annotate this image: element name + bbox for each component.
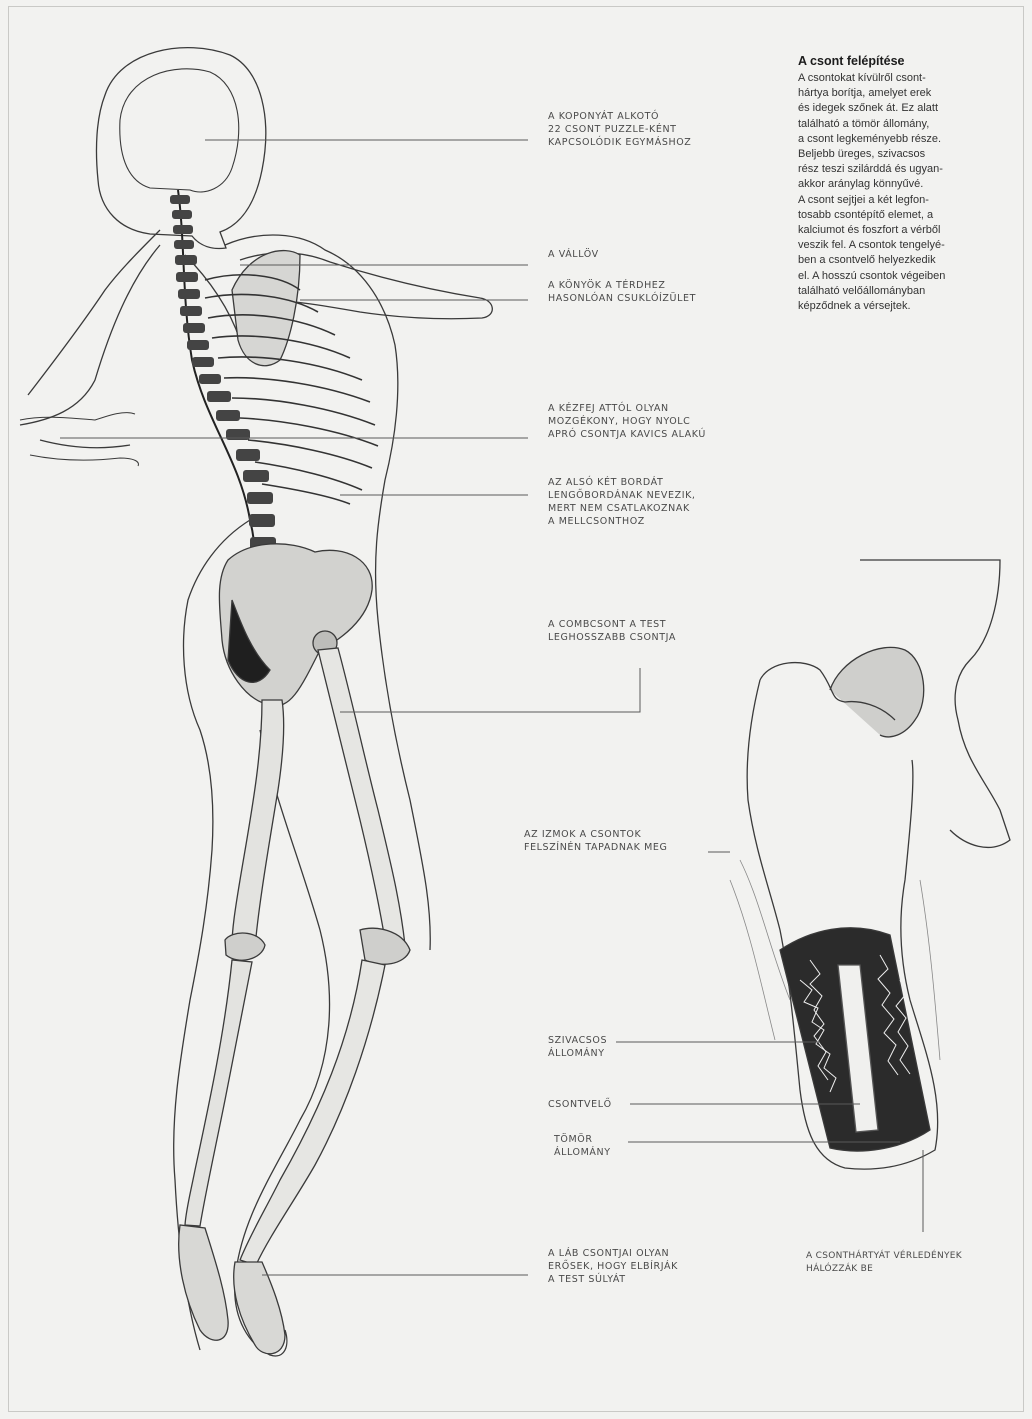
label-line: FELSZÍNÉN TAPADNAK MEG — [524, 841, 667, 854]
label-line: HÁLÓZZÁK BE — [806, 1263, 962, 1276]
tibia — [240, 960, 385, 1265]
label-line: A VÁLLÖV — [548, 248, 599, 261]
label-line: ÁLLOMÁNY — [548, 1047, 607, 1060]
tibia-back — [185, 960, 252, 1226]
label-periosteum: A CSONTHÁRTYÁT VÉRLEDÉNYEK HÁLÓZZÁK BE — [806, 1250, 962, 1276]
info-line: ben a csontvelő helyezkedik — [798, 253, 1018, 268]
scapula — [232, 251, 300, 366]
label-line: TÖMÖR — [554, 1133, 611, 1146]
label-line: AZ ALSÓ KÉT BORDÁT — [548, 476, 696, 489]
label-line: A COMBCSONT A TEST — [548, 618, 676, 631]
label-line: HASONLÓAN CSUKLÓÍZÜLET — [548, 292, 696, 305]
foot-front — [234, 1262, 285, 1354]
femur — [318, 648, 405, 945]
hand — [20, 413, 138, 466]
info-body: A csontokat kívülről csont- hártya borít… — [798, 71, 1018, 314]
label-line: KAPCSOLÓDIK EGYMÁSHOZ — [548, 136, 691, 149]
foot-back — [179, 1225, 228, 1340]
info-line: A csontokat kívülről csont- — [798, 71, 1018, 86]
info-line: kalciumot és foszfort a vérből — [798, 223, 1018, 238]
femur-detail-head — [830, 647, 924, 736]
info-line: akkor aránylag könnyűvé. — [798, 177, 1018, 192]
label-line: MERT NEM CSATLAKOZNAK — [548, 502, 696, 515]
label-line: A MELLCSONTHOZ — [548, 515, 696, 528]
label-muscles: AZ IZMOK A CSONTOK FELSZÍNÉN TAPADNAK ME… — [524, 828, 667, 854]
info-box: A csont felépítése A csontokat kívülről … — [798, 54, 1018, 314]
info-line: a csont legkeményebb része. — [798, 132, 1018, 147]
label-line: A CSONTHÁRTYÁT VÉRLEDÉNYEK — [806, 1250, 962, 1263]
info-line: rész teszi szilárddá és ugyan- — [798, 162, 1018, 177]
femur-detail — [730, 560, 1010, 1169]
label-line: A KÉZFEJ ATTÓL OLYAN — [548, 402, 706, 415]
label-line: AZ IZMOK A CSONTOK — [524, 828, 667, 841]
label-line: LEGHOSSZABB CSONTJA — [548, 631, 676, 644]
info-title: A csont felépítése — [798, 54, 1018, 68]
info-line: található a tömör állomány, — [798, 117, 1018, 132]
label-line: A KOPONYÁT ALKOTÓ — [548, 110, 691, 123]
label-line: APRÓ CSONTJA KAVICS ALAKÚ — [548, 428, 706, 441]
label-line: 22 CSONT PUZZLE-KÉNT — [548, 123, 691, 136]
info-line: Beljebb üreges, szivacsos — [798, 147, 1018, 162]
label-line: ÁLLOMÁNY — [554, 1146, 611, 1159]
label-line: CSONTVELŐ — [548, 1098, 612, 1111]
skull — [120, 69, 239, 192]
label-line: LENGŐBORDÁNAK NEVEZIK, — [548, 489, 696, 502]
label-elbow: A KÖNYÖK A TÉRDHEZ HASONLÓAN CSUKLÓÍZÜLE… — [548, 279, 696, 305]
info-line: képződnek a vérsejtek. — [798, 299, 1018, 314]
label-line: MOZGÉKONY, HOGY NYOLC — [548, 415, 706, 428]
femur-back — [232, 700, 284, 948]
info-line: és idegek szőnek át. Ez alatt — [798, 101, 1018, 116]
info-line: el. A hosszú csontok végeiben — [798, 269, 1018, 284]
label-compact: TÖMÖR ÁLLOMÁNY — [554, 1133, 611, 1159]
label-line: A LÁB CSONTJAI OLYAN — [548, 1247, 678, 1260]
label-ribs: AZ ALSÓ KÉT BORDÁT LENGŐBORDÁNAK NEVEZIK… — [548, 476, 696, 528]
label-marrow: CSONTVELŐ — [548, 1098, 612, 1111]
label-shoulder: A VÁLLÖV — [548, 248, 599, 261]
knee-back — [225, 933, 265, 960]
info-line: tosabb csontépítő elemet, a — [798, 208, 1018, 223]
info-line: veszik fel. A csontok tengelyé- — [798, 238, 1018, 253]
label-spongy: SZIVACSOS ÁLLOMÁNY — [548, 1034, 607, 1060]
label-wrist: A KÉZFEJ ATTÓL OLYAN MOZGÉKONY, HOGY NYO… — [548, 402, 706, 441]
label-line: ERŐSEK, HOGY ELBÍRJÁK — [548, 1260, 678, 1273]
info-line: található velőállományban — [798, 284, 1018, 299]
label-skull: A KOPONYÁT ALKOTÓ 22 CSONT PUZZLE-KÉNT K… — [548, 110, 691, 149]
info-line: A csont sejtjei a két legfon- — [798, 193, 1018, 208]
label-line: A TEST SÚLYÁT — [548, 1273, 678, 1286]
label-foot: A LÁB CSONTJAI OLYAN ERŐSEK, HOGY ELBÍRJ… — [548, 1247, 678, 1286]
label-femur: A COMBCSONT A TEST LEGHOSSZABB CSONTJA — [548, 618, 676, 644]
label-line: SZIVACSOS — [548, 1034, 607, 1047]
label-line: A KÖNYÖK A TÉRDHEZ — [548, 279, 696, 292]
info-line: hártya borítja, amelyet erek — [798, 86, 1018, 101]
